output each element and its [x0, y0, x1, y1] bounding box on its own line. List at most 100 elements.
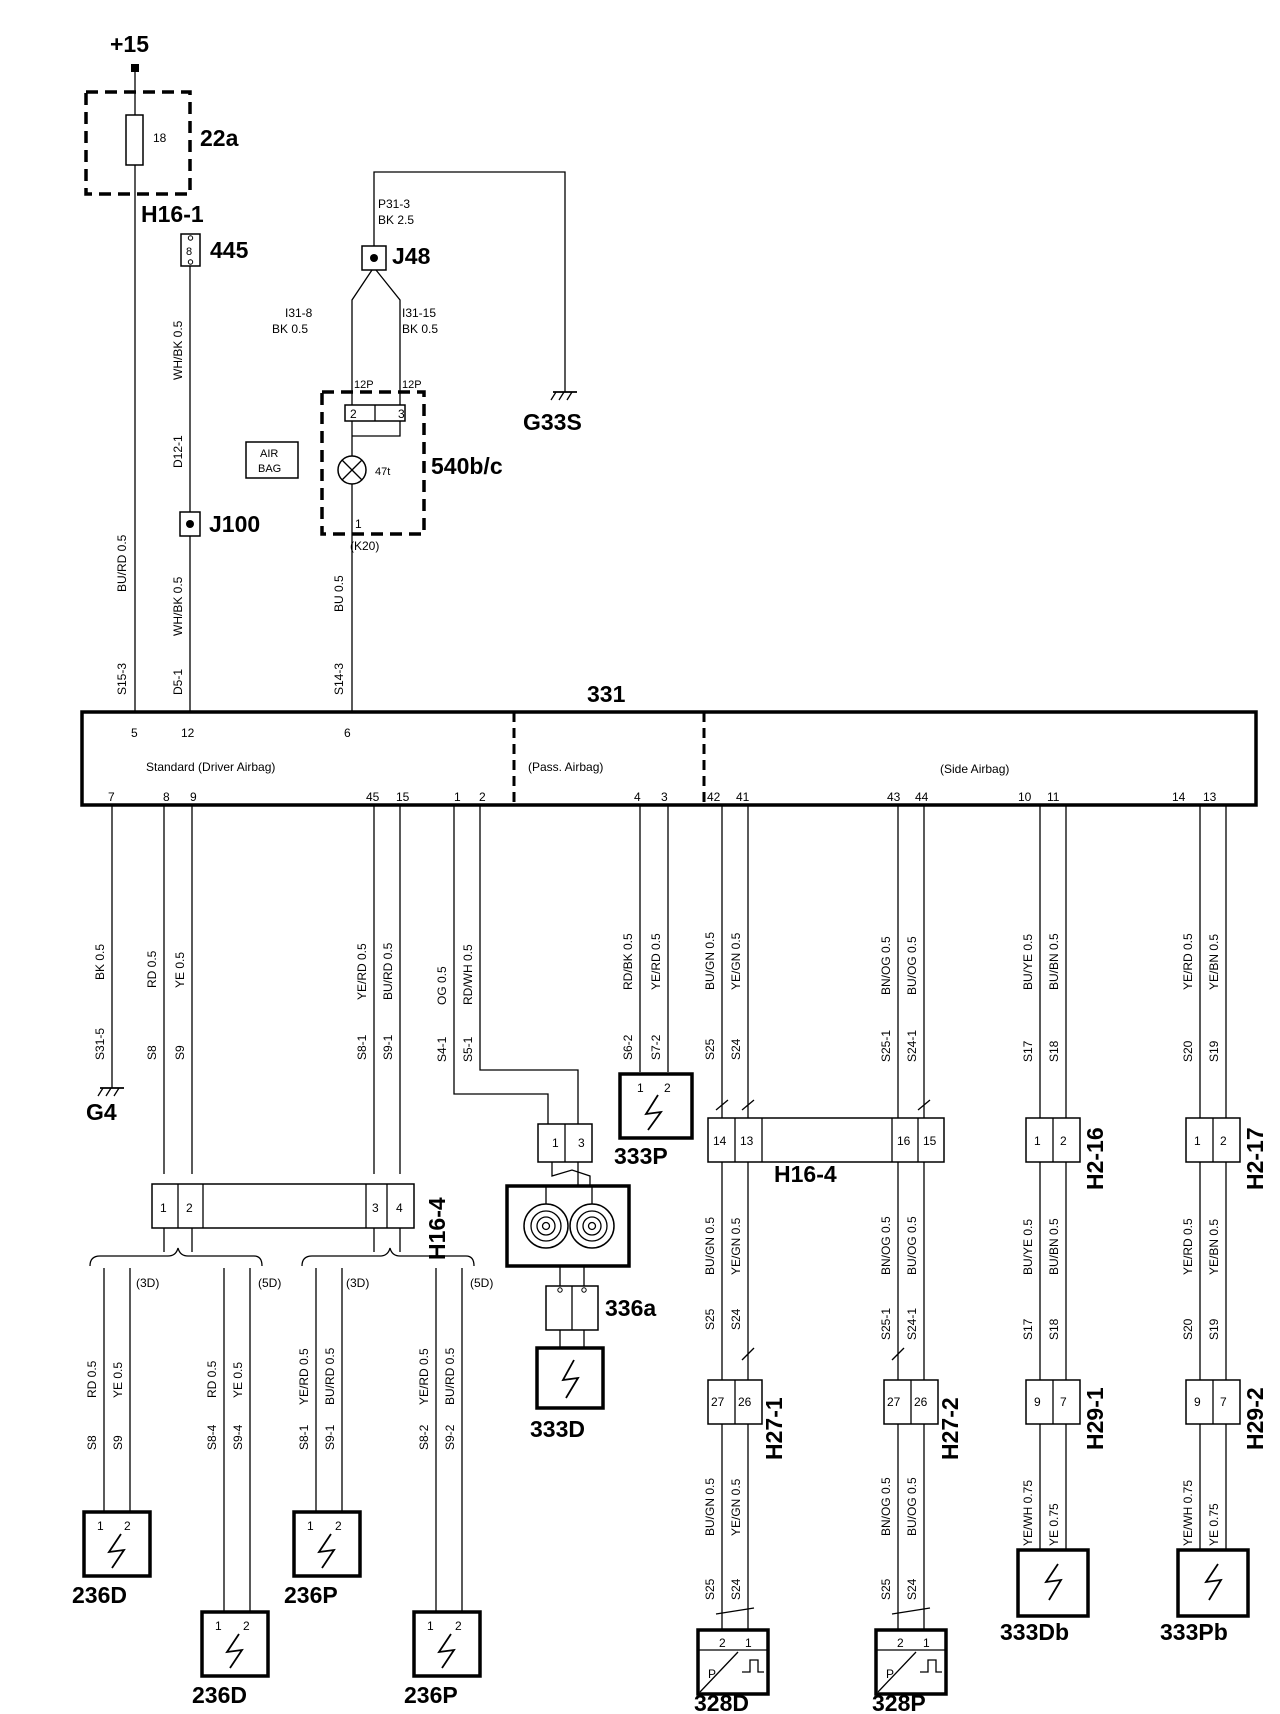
wire-low-s18-spec: BU/BN 0.5: [1047, 1218, 1061, 1275]
cu-pin-45: 45: [366, 790, 380, 804]
h27-2-pin-27: 27: [887, 1395, 901, 1409]
cu-pin-9: 9: [190, 790, 197, 804]
h27-1-pin-27: 27: [711, 1395, 725, 1409]
wire-d5-1: D5-1: [171, 669, 185, 695]
wire-low-s19-spec: YE/BN 0.5: [1207, 1219, 1221, 1275]
h16-4-right-pin-13: 13: [740, 1134, 754, 1148]
h16-4-left-label: H16-4: [424, 1197, 450, 1260]
variant-3d-b: (3D): [346, 1276, 369, 1290]
seatbelt-236d-b: [200, 1610, 270, 1678]
fuse-box-label: 22a: [200, 125, 239, 151]
wire-low-s8-spec: RD 0.5: [85, 1360, 99, 1398]
wire-low-s24-1-spec: BU/OG 0.5: [905, 1216, 919, 1275]
wire-333pb-b: YE 0.75: [1207, 1503, 1221, 1546]
cu-pin-4: 4: [634, 790, 641, 804]
lamp-pin-3: 3: [398, 407, 405, 421]
section-side: (Side Airbag): [940, 762, 1009, 776]
seatbelt-236p-a-label: 236P: [284, 1582, 338, 1608]
airbag-333p-pin-2: 2: [664, 1081, 671, 1095]
wire-low-s25-1-spec: BN/OG 0.5: [879, 1216, 893, 1275]
airbag-333p-label: 333P: [614, 1143, 668, 1169]
wire-s19-spec: YE/BN 0.5: [1207, 934, 1221, 990]
wire-328p-s24-1-label: S24: [905, 1578, 919, 1600]
h16-4-left-pin-2: 2: [186, 1201, 193, 1215]
wire-328d-s24-label: S24: [729, 1578, 743, 1600]
seatbelt-236p-b-label: 236P: [404, 1682, 458, 1708]
wire-s15-3-spec: BU/RD 0.5: [115, 534, 129, 592]
cu-pin-44: 44: [915, 790, 929, 804]
h27-2-pin-26: 26: [914, 1395, 928, 1409]
seatbelt-236d-b-pin-1: 1: [215, 1619, 222, 1633]
wire-s8-1-label: S8-1: [355, 1034, 369, 1060]
wire-low-s24-spec: YE/GN 0.5: [729, 1217, 743, 1275]
ground-g33s-symbol: [550, 391, 577, 401]
seatbelt-236d-b-pin-2: 2: [243, 1619, 250, 1633]
wire-low-s9-label: S9: [111, 1435, 125, 1450]
cu-pin-10: 10: [1018, 790, 1032, 804]
seatbelt-236p-a-pin-1: 1: [307, 1519, 314, 1533]
wire-328d-s25-label: S25: [703, 1578, 717, 1600]
supply-terminal: [131, 64, 139, 72]
wire-s4-1-spec: OG 0.5: [435, 966, 449, 1005]
seatbelt-236d-a: [82, 1510, 152, 1578]
wire-s7-2-label: S7-2: [649, 1034, 663, 1060]
wire-s24-spec: YE/GN 0.5: [729, 932, 743, 990]
wire-low-s24-label: S24: [729, 1308, 743, 1330]
lamp-k20: (K20): [350, 539, 379, 553]
h16-4-right-label: H16-4: [774, 1161, 837, 1187]
lamp-540bc-outline: [320, 390, 426, 536]
cu-pin-41: 41: [736, 790, 750, 804]
h16-4-right-pin-16: 16: [897, 1134, 911, 1148]
cu-pin-43: 43: [887, 790, 901, 804]
airbag-warning-lamp-icon: [337, 455, 367, 485]
wire-low-s9-2-label: S9-2: [443, 1424, 457, 1450]
airbag-indicator-bag: BAG: [258, 463, 281, 475]
wire-328d-s25-spec: BU/GN 0.5: [703, 1478, 717, 1536]
h29-1-label: H29-1: [1082, 1387, 1108, 1450]
wire-low-s17-spec: BU/YE 0.5: [1021, 1219, 1035, 1275]
wire-i31-8-spec: BK 0.5: [272, 322, 308, 336]
seatbelt-236d-a-pin-2: 2: [124, 1519, 131, 1533]
fuse-output-label: H16-1: [141, 201, 204, 227]
wire-i31-15-spec: BK 0.5: [402, 322, 438, 336]
wire-low-s18-label: S18: [1047, 1318, 1061, 1340]
wire-s25-1-label: S25-1: [879, 1030, 893, 1062]
wire-s31-5-spec: BK 0.5: [93, 944, 107, 980]
wire-s6-2-label: S6-2: [621, 1034, 635, 1060]
wire-low-s8-label: S8: [85, 1435, 99, 1450]
h27-1-label: H27-1: [761, 1397, 787, 1460]
lamp-pin-2: 2: [350, 407, 357, 421]
side-airbag-333db-label: 333Db: [1000, 1619, 1069, 1645]
wire-328p-s24-1-spec: BU/OG 0.5: [905, 1477, 919, 1536]
airbag-indicator-label-box: [245, 441, 299, 479]
h16-4-left-pin-3: 3: [372, 1201, 379, 1215]
section-pass: (Pass. Airbag): [528, 760, 603, 774]
h2-16-pin-2: 2: [1060, 1134, 1067, 1148]
h16-4-right-pin-15: 15: [923, 1134, 937, 1148]
wire-low-s9-2-spec: BU/RD 0.5: [443, 1347, 457, 1405]
wire-low-s17-label: S17: [1021, 1318, 1035, 1340]
h2-17-pin-1: 1: [1194, 1134, 1201, 1148]
wire-s24-label: S24: [729, 1038, 743, 1060]
h16-4-right-pin-14: 14: [713, 1134, 727, 1148]
airbag-333d-label: 333D: [530, 1416, 585, 1442]
wire-s9-label: S9: [173, 1045, 187, 1060]
airbag-333p: [618, 1072, 694, 1140]
wire-wh-bk-upper: WH/BK 0.5: [171, 320, 185, 380]
lamp-box-label: 540b/c: [431, 453, 503, 479]
wire-s24-1-label: S24-1: [905, 1030, 919, 1062]
seat-sensor-328d: [696, 1628, 770, 1696]
seat-sensor-328p-pin-1: 1: [923, 1636, 930, 1650]
wire-low-s25-label: S25: [703, 1308, 717, 1330]
clockspring-336a-label: 336a: [605, 1295, 656, 1321]
wire-s31-5-label: S31-5: [93, 1028, 107, 1060]
fuse-symbol: [125, 114, 144, 166]
variant-5d-b: (5D): [470, 1276, 493, 1290]
wire-low-s24-1-label: S24-1: [905, 1308, 919, 1340]
h16-4-left-pin-1: 1: [160, 1201, 167, 1215]
wire-low-s20-spec: YE/RD 0.5: [1181, 1218, 1195, 1275]
wire-low-s8-4-spec: RD 0.5: [205, 1360, 219, 1398]
wire-s20-spec: YE/RD 0.5: [1181, 933, 1195, 990]
wire-low-s8-4-label: S8-4: [205, 1424, 219, 1450]
cu-pin-2: 2: [479, 790, 486, 804]
